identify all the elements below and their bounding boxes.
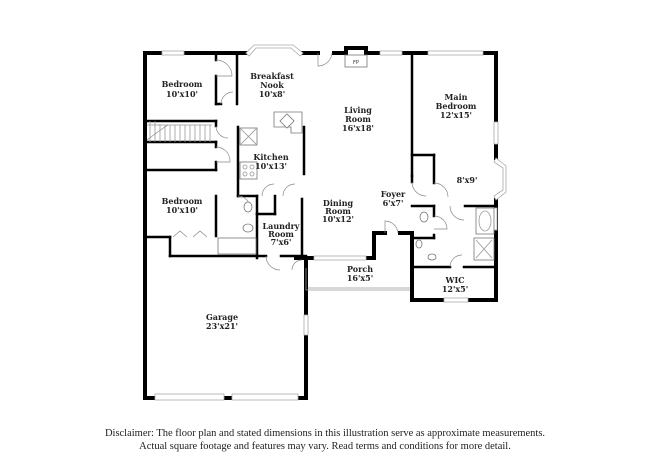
svg-text:23'x21': 23'x21'	[206, 321, 238, 331]
svg-text:Room: Room	[268, 229, 294, 239]
room-porch: Porch	[347, 264, 373, 274]
svg-text:Nook: Nook	[260, 80, 284, 90]
room-bedroom-1-size: 10'x10'	[166, 89, 198, 99]
disclaimer-line-1: Disclaimer: The floor plan and stated di…	[104, 428, 546, 439]
svg-text:10'x13': 10'x13'	[255, 161, 287, 171]
room-bedroom-1: Bedroom	[162, 79, 203, 89]
svg-text:16'x18': 16'x18'	[342, 123, 374, 133]
svg-text:10'x10': 10'x10'	[166, 205, 198, 215]
disclaimer-line-2: Actual square footage and features may v…	[139, 441, 511, 452]
svg-text:10'x10': 10'x10'	[166, 89, 198, 99]
room-laundry-room: Laundry	[263, 221, 300, 231]
disclaimer: Disclaimer: The floor plan and stated di…	[0, 427, 650, 453]
svg-text:Bedroom: Bedroom	[436, 101, 477, 111]
svg-text:16'x5': 16'x5'	[347, 273, 373, 283]
svg-text:10'x12': 10'x12'	[322, 214, 354, 224]
svg-text:12'x5': 12'x5'	[442, 284, 468, 294]
room-sitting-area-size: 8'x9'	[457, 175, 478, 185]
room-laundry-room-size: 7'x6'	[271, 237, 292, 247]
room-foyer: Foyer	[381, 189, 406, 199]
doors	[172, 52, 465, 271]
room-wic-size: 12'x5'	[442, 284, 468, 294]
windows	[154, 44, 507, 401]
room-breakfast-nook-size: 10'x8'	[259, 89, 285, 99]
svg-text:6'x7': 6'x7'	[383, 198, 404, 208]
fixtures	[217, 111, 495, 291]
fireplace: FP	[344, 54, 368, 68]
room-living-room-size: 16'x18'	[342, 123, 374, 133]
room-labels: Bedroom 10'x10' Breakfast Nook 10'x8' Li…	[162, 71, 478, 331]
room-dining-room-size: 10'x12'	[322, 214, 354, 224]
room-bedroom-2-size: 10'x10'	[166, 205, 198, 215]
fireplace-label: FP	[353, 60, 359, 66]
room-breakfast-nook: Breakfast	[250, 71, 294, 81]
room-garage: Garage	[206, 312, 238, 322]
room-living-room: Living	[344, 105, 372, 115]
interior-walls	[143, 51, 498, 269]
room-kitchen-size: 10'x13'	[255, 161, 287, 171]
svg-text:12'x15': 12'x15'	[440, 110, 472, 120]
room-main-bedroom: Main	[445, 92, 468, 102]
svg-text:10'x8': 10'x8'	[259, 89, 285, 99]
room-porch-size: 16'x5'	[347, 273, 373, 283]
svg-text:7'x6': 7'x6'	[271, 237, 292, 247]
room-garage-size: 23'x21'	[206, 321, 238, 331]
room-foyer-size: 6'x7'	[383, 198, 404, 208]
room-bedroom-2: Bedroom	[162, 196, 203, 206]
svg-text:Room: Room	[325, 206, 351, 216]
svg-text:Room: Room	[345, 114, 371, 124]
room-kitchen: Kitchen	[253, 152, 288, 162]
room-wic: WIC	[444, 275, 464, 285]
room-main-bedroom-size: 12'x15'	[440, 110, 472, 120]
room-dining-room: Dining	[323, 198, 354, 208]
